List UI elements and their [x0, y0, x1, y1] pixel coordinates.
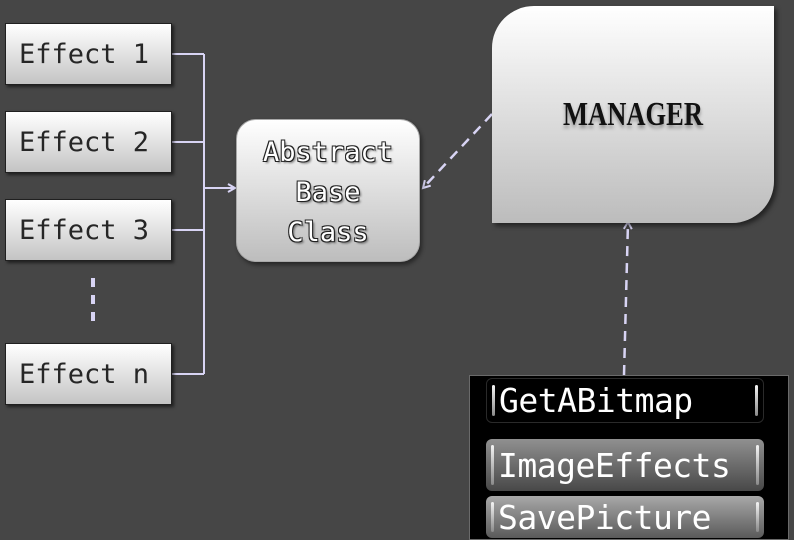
effect-label: Effect 1 — [19, 38, 150, 70]
manager-to-base-arrow — [423, 113, 493, 188]
effect-box-3: Effect 3 — [5, 199, 172, 261]
manager-box: MANAGER — [492, 6, 774, 223]
effect-box-n: Effect n — [5, 343, 172, 405]
effect-connector-lines — [172, 53, 205, 375]
method-item-getabitmap: GetABitmap — [486, 378, 764, 423]
method-label: ImageEffects — [498, 445, 731, 485]
effect-label: Effect 2 — [19, 126, 150, 158]
methods-to-manager-arrow — [622, 222, 628, 376]
method-bar-icon — [756, 502, 759, 532]
method-bar-icon — [491, 502, 494, 532]
method-bar-icon — [492, 385, 495, 416]
method-bar-icon — [491, 445, 494, 485]
effect-label: Effect 3 — [19, 214, 150, 246]
method-bar-icon — [756, 445, 759, 485]
method-label: SavePicture — [498, 497, 712, 537]
method-bar-icon — [755, 385, 758, 416]
method-item-savepicture: SavePicture — [486, 496, 764, 538]
abstract-base-class-label: Abstract Base Class — [262, 136, 394, 248]
abstract-base-class-box: Abstract Base Class — [236, 119, 420, 262]
method-list-panel: GetABitmap ImageEffects SavePicture — [469, 375, 789, 540]
effect-box-2: Effect 2 — [5, 111, 172, 173]
method-item-imageeffects: ImageEffects — [486, 439, 764, 491]
effect-label: Effect n — [19, 358, 150, 390]
effect-box-1: Effect 1 — [5, 23, 172, 85]
method-label: GetABitmap — [499, 381, 693, 420]
manager-label: MANAGER — [563, 96, 703, 133]
